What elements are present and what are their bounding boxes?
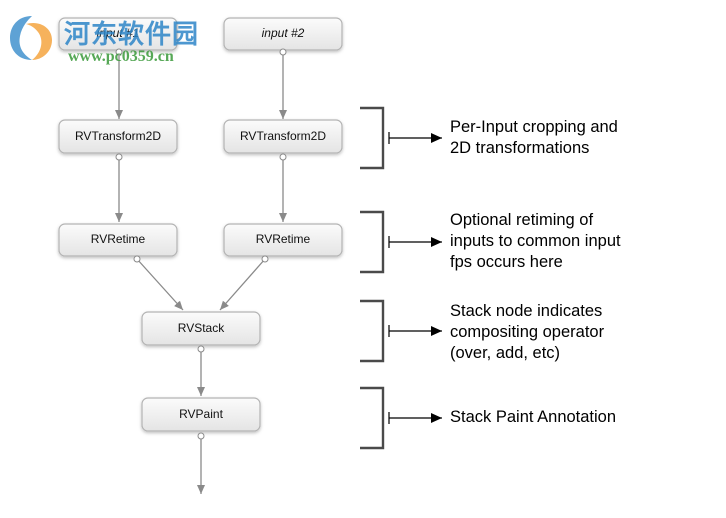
- annotation-line: Per-Input cropping and: [450, 118, 618, 136]
- node-paint-label: RVPaint: [179, 407, 223, 421]
- watermark-url: www.pc0359.cn: [68, 48, 174, 65]
- annotation-bracket-retime: [360, 210, 442, 274]
- annotation-line: fps occurs here: [450, 253, 563, 271]
- annotation-paint: Stack Paint Annotation: [450, 407, 616, 428]
- output-port[interactable]: [133, 255, 141, 263]
- node-input-1-label: input #1: [97, 26, 140, 40]
- annotation-line: inputs to common input: [450, 232, 621, 250]
- output-port[interactable]: [279, 48, 287, 56]
- node-input-1[interactable]: input #1: [58, 17, 178, 56]
- node-paint[interactable]: RVPaint: [141, 397, 261, 440]
- output-port[interactable]: [115, 48, 123, 56]
- output-port[interactable]: [197, 345, 205, 353]
- annotation-retime: Optional retiming of inputs to common in…: [450, 210, 621, 273]
- node-stack[interactable]: RVStack: [141, 311, 261, 353]
- node-retime-2[interactable]: RVRetime: [223, 223, 343, 263]
- annotation-bracket-transform: [360, 106, 442, 170]
- annotation-line: Optional retiming of: [450, 211, 594, 229]
- annotation-line: Stack node indicates: [450, 302, 603, 320]
- node-transform-1-label: RVTransform2D: [75, 129, 161, 143]
- node-transform-1[interactable]: RVTransform2D: [58, 119, 178, 161]
- annotation-line: (over, add, etc): [450, 344, 561, 362]
- output-port[interactable]: [115, 153, 123, 161]
- edge-retime2-stack: [219, 258, 266, 311]
- node-retime-2-label: RVRetime: [256, 232, 311, 246]
- output-port[interactable]: [261, 255, 269, 263]
- node-retime-1[interactable]: RVRetime: [58, 223, 178, 263]
- node-transform-2[interactable]: RVTransform2D: [223, 119, 343, 161]
- annotation-stack: Stack node indicates compositing operato…: [450, 301, 604, 364]
- watermark: 河东软件园 www.pc0359.cn: [2, 8, 212, 70]
- watermark-title: 河东软件园: [64, 20, 200, 50]
- annotation-transform: Per-Input cropping and 2D transformation…: [450, 117, 618, 159]
- node-retime-1-label: RVRetime: [91, 232, 146, 246]
- output-port[interactable]: [197, 432, 205, 440]
- node-transform-2-label: RVTransform2D: [240, 129, 326, 143]
- edge-retime1-stack: [136, 258, 184, 311]
- output-port[interactable]: [279, 153, 287, 161]
- annotation-bracket-stack: [360, 299, 442, 363]
- watermark-logo-icon: [10, 16, 52, 60]
- edges: [115, 52, 287, 494]
- node-input-2[interactable]: input #2: [223, 17, 343, 56]
- annotation-bracket-paint: [360, 386, 442, 450]
- annotation-line: Stack Paint Annotation: [450, 408, 617, 426]
- annotation-line: compositing operator: [450, 323, 605, 341]
- node-stack-label: RVStack: [178, 321, 225, 335]
- annotation-line: 2D transformations: [450, 139, 590, 157]
- node-input-2-label: input #2: [262, 26, 305, 40]
